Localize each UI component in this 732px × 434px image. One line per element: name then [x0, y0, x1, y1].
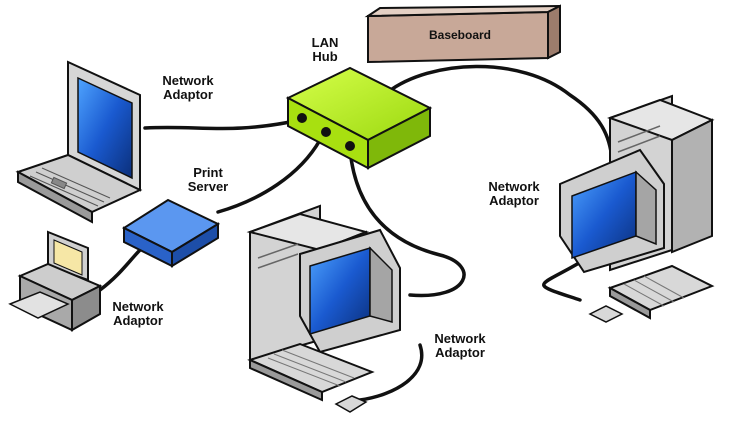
laptop-keyboard-icon	[29, 167, 111, 207]
center-pc-network-adaptor-label: Network Adaptor	[434, 331, 486, 360]
lan-hub	[285, 66, 433, 170]
right-pc-network-adaptor-label: Network Adaptor	[488, 179, 540, 208]
print-server-label: Print Server	[187, 165, 229, 194]
cable-laptop-hub	[143, 118, 302, 131]
cable-printserver-hub	[216, 138, 322, 214]
cable-printer-printserver	[98, 248, 142, 292]
mouse-icon	[334, 395, 368, 413]
cable-centerpc-keyboard	[358, 343, 424, 402]
laptop-network-adaptor-label: Network Adaptor	[162, 73, 214, 102]
hub-ports-icon	[297, 113, 355, 151]
laptop	[15, 60, 143, 224]
baseboard	[364, 4, 561, 64]
printer-network-adaptor-label: Network Adaptor	[112, 299, 164, 328]
lan-hub-label: LAN Hub	[311, 35, 339, 64]
cable-hub-rightpc	[386, 64, 614, 162]
right-pc	[559, 94, 715, 323]
cable-hub-centerpc	[348, 148, 466, 298]
printer	[8, 230, 103, 332]
baseboard-label: Baseboard	[428, 28, 492, 42]
mouse-icon	[588, 305, 624, 323]
center-pc	[246, 204, 401, 413]
print-server	[121, 198, 221, 268]
